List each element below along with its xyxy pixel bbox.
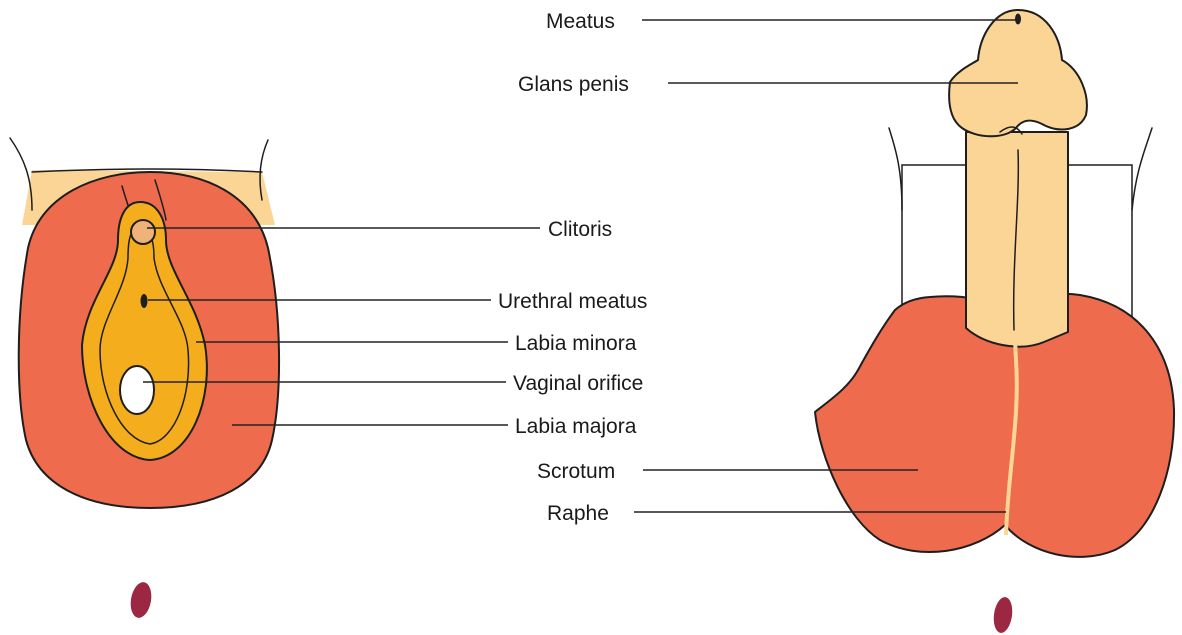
male-right-contour: [1132, 128, 1152, 210]
male-left-contour: [889, 128, 902, 210]
female-external-genitalia: Clitoris Urethral meatus Labia minora Va…: [10, 138, 647, 619]
label-vaginal-orifice: Vaginal orifice: [513, 372, 643, 395]
urethral-meatus-shape: [141, 294, 148, 308]
penile-meatus-shape: [1015, 14, 1021, 25]
label-labia-majora: Labia majora: [515, 415, 637, 438]
label-urethral-meatus: Urethral meatus: [498, 290, 647, 313]
glans-penis-shape: [949, 10, 1087, 136]
label-raphe: Raphe: [547, 502, 609, 525]
label-scrotum: Scrotum: [537, 460, 615, 483]
label-meatus: Meatus: [546, 10, 615, 33]
label-labia-minora: Labia minora: [515, 332, 637, 355]
vaginal-orifice-shape: [120, 366, 154, 414]
male-anus-shape: [992, 596, 1015, 634]
label-glans-penis: Glans penis: [518, 73, 629, 96]
clitoris-shape: [131, 220, 155, 244]
male-external-genitalia: Meatus Glans penis Scrotum Raphe: [518, 10, 1174, 634]
female-anus-shape: [128, 581, 154, 620]
label-clitoris: Clitoris: [548, 218, 612, 241]
